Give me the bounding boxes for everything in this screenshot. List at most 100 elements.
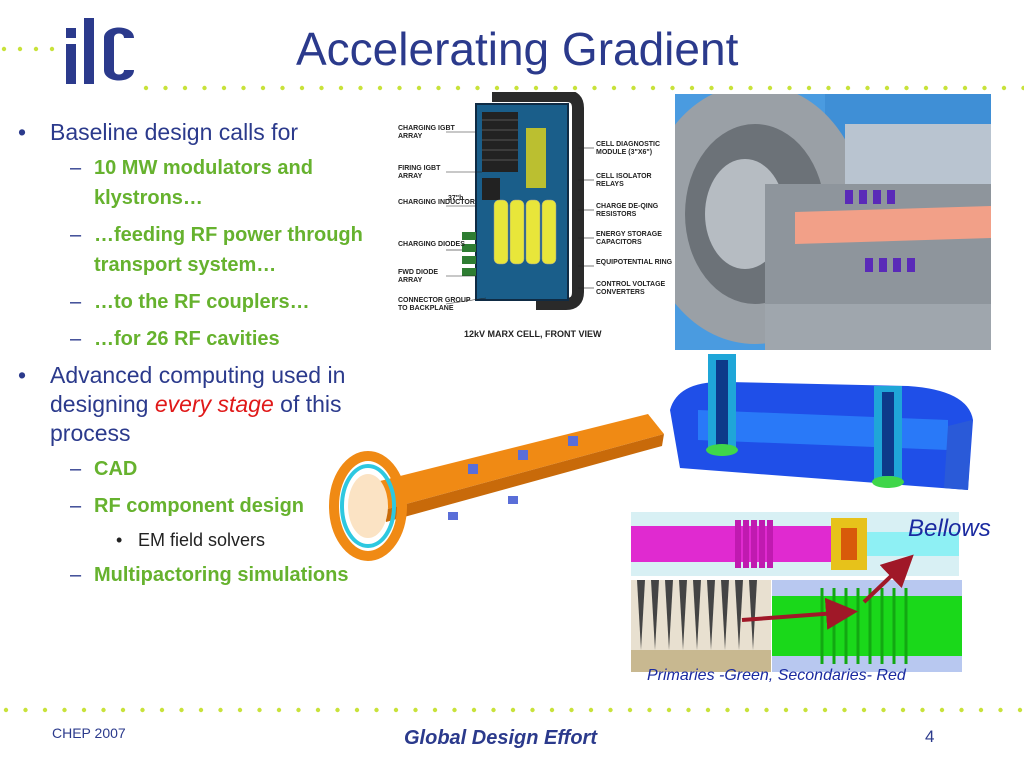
bullet-emphasis: every stage: [154, 391, 274, 417]
decorative-dot: [631, 85, 636, 91]
decorative-dot: [397, 85, 402, 91]
bullet-text: EM field solvers: [138, 530, 266, 550]
slide-title: Accelerating Gradient: [296, 23, 739, 75]
bullet-level2: –Multipactoring simulations: [70, 564, 349, 586]
bullet-text: RF component design: [94, 495, 304, 517]
decorative-dot: [767, 85, 773, 91]
decorative-dot: [998, 707, 1003, 713]
top-dots-left: [1, 46, 55, 52]
decorative-dot: [842, 707, 847, 713]
decorative-dot: [728, 85, 734, 91]
decorative-dot: [884, 85, 890, 91]
decorative-dot: [237, 707, 243, 713]
decorative-dot: [338, 85, 344, 91]
klystron-cutaway-image: [675, 94, 991, 350]
bullet-level2: –…feeding RF power through transport sys…: [70, 224, 363, 276]
decorative-dot: [296, 707, 301, 713]
bullet-text: …feeding RF power through transport syst…: [94, 224, 363, 276]
decorative-dot: [436, 85, 441, 91]
decorative-dot: [218, 707, 223, 713]
decorative-dot: [920, 707, 925, 713]
multipactor-surface-image: [631, 580, 771, 672]
annotation-arrows: [741, 554, 914, 630]
cavity-field-image: [670, 354, 973, 490]
decorative-dot: [826, 85, 831, 91]
bullet-level2: –RF component design: [70, 495, 304, 517]
decorative-dot: [822, 707, 828, 713]
decorative-dot: [374, 707, 379, 713]
decorative-dot: [904, 85, 909, 91]
decorative-dot: [159, 707, 165, 713]
page-number: 4: [925, 727, 935, 746]
bullet-text: CAD: [94, 458, 138, 480]
decorative-dot: [163, 85, 168, 91]
bullet-text: 10 MW modulators and klystrons…: [94, 157, 313, 209]
decorative-dot: [393, 707, 399, 713]
decorative-dot: [221, 85, 227, 91]
decorative-dot: [592, 85, 597, 91]
decorative-dot: [354, 707, 360, 713]
decorative-dot: [962, 85, 968, 91]
decorative-dot: [1021, 85, 1024, 91]
primaries-caption: Primaries -Green, Secondaries- Red: [647, 667, 906, 684]
decorative-dot: [845, 85, 851, 91]
decorative-dot: [1001, 85, 1007, 91]
decorative-dot: [143, 85, 149, 91]
decorative-dot: [101, 707, 106, 713]
decorative-dot: [23, 707, 28, 713]
decorative-dot: [978, 707, 984, 713]
decorative-dot: [62, 707, 67, 713]
top-dots-right: [143, 85, 1024, 91]
cryomodule-image: [329, 414, 664, 561]
decorative-dot: [861, 707, 867, 713]
decorative-dot: [686, 707, 691, 713]
decorative-dot: [358, 85, 363, 91]
decorative-dot: [549, 707, 555, 713]
decorative-dot: [179, 707, 184, 713]
decorative-dot: [627, 707, 633, 713]
decorative-dot: [260, 85, 266, 91]
decorative-dot: [670, 85, 675, 91]
decorative-dot: [647, 707, 652, 713]
marx-label: CHARGING INDUCTOR: [398, 199, 475, 206]
decorative-dot: [533, 85, 539, 91]
decorative-dot: [182, 85, 188, 91]
footer-title: Global Design Effort: [404, 727, 597, 749]
bullet-level2: –10 MW modulators and klystrons…: [70, 157, 313, 209]
decorative-dot: [319, 85, 324, 91]
decorative-dot: [530, 707, 535, 713]
decorative-dot: [709, 85, 714, 91]
decorative-dot: [572, 85, 578, 91]
decorative-dot: [475, 85, 480, 91]
decorative-dot: [120, 707, 126, 713]
bullet-text: …for 26 RF cavities: [94, 328, 280, 350]
decorative-dot: [744, 707, 750, 713]
decorative-dot: [202, 85, 207, 91]
bellows-label: Bellows: [908, 515, 991, 542]
decorative-dot: [748, 85, 753, 91]
marx-label: CHARGING DIODES: [398, 241, 465, 248]
decorative-dot: [553, 85, 558, 91]
decorative-dot: [315, 707, 321, 713]
decorative-dot: [764, 707, 769, 713]
decorative-dot: [377, 85, 383, 91]
decorative-dot: [335, 707, 340, 713]
marx-caption: 12kV MARX CELL, FRONT VIEW: [464, 329, 602, 339]
decorative-dot: [569, 707, 574, 713]
decorative-dot: [783, 707, 789, 713]
decorative-dot: [510, 707, 516, 713]
bullet-level2: –…for 26 RF cavities: [70, 328, 280, 350]
decorative-dot: [705, 707, 711, 713]
dimension-label: 37"h: [448, 195, 463, 202]
ilc-logo: [66, 18, 134, 84]
decorative-dot: [42, 707, 48, 713]
decorative-dot: [725, 707, 730, 713]
decorative-dot: [140, 707, 145, 713]
